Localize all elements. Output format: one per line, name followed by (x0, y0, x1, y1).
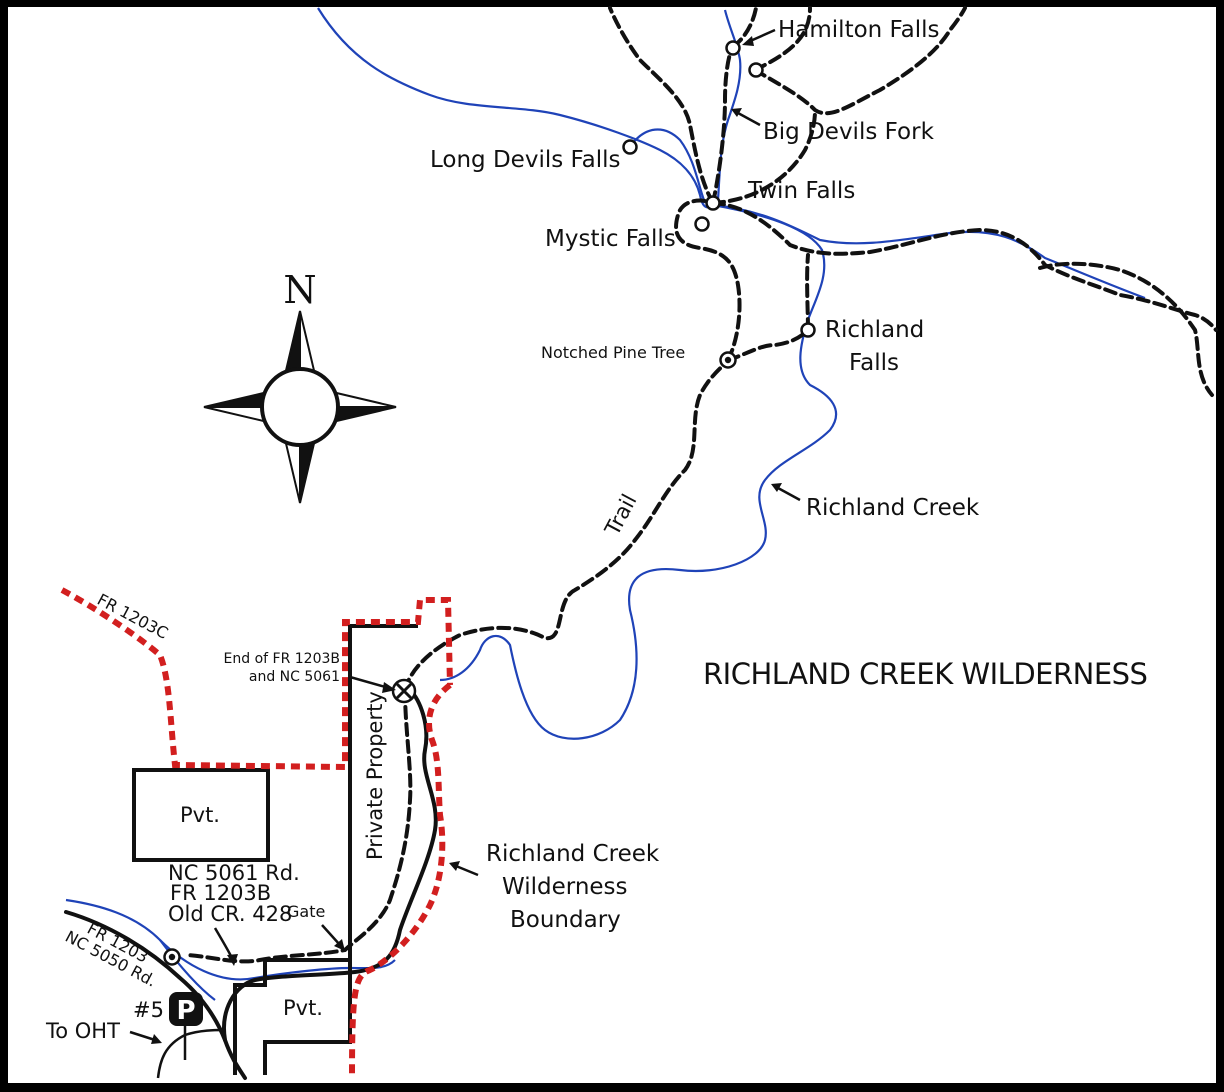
twin-falls-marker (705, 195, 721, 211)
lower-creek (65, 898, 396, 981)
wilderness-title: RICHLAND CREEK WILDERNESS (703, 657, 1147, 691)
trail-east-1 (711, 201, 1218, 332)
long-devils-stream (317, 7, 714, 209)
road-nc5061-label: NC 5061 Rd. (168, 861, 300, 885)
big-devils-fork-label: Big Devils Fork (763, 119, 935, 145)
private-property-label: Private Property (363, 691, 387, 860)
trailhead-dot (168, 953, 176, 961)
end-of-fr-label-2: and NC 5061 (249, 669, 340, 685)
end-of-fr-label-1: End of FR 1203B (224, 651, 340, 667)
trail-richland-falls-north (805, 253, 810, 332)
trail-to-richland-falls (726, 328, 810, 362)
notched-pine-tree-dot (724, 356, 732, 364)
lower-trail-a (183, 688, 413, 964)
private-property-strip (348, 624, 418, 960)
points-of-interest (163, 40, 816, 966)
hamilton-falls-label: Hamilton Falls (778, 17, 940, 43)
arrow-end-of-fr (349, 675, 390, 690)
parking-symbol: P (176, 996, 195, 1026)
trail-east-2 (1038, 261, 1214, 397)
richland-falls-label-1: Richland (825, 317, 924, 343)
lower-creek-tail (159, 939, 216, 1001)
end-of-road-cross (395, 682, 413, 700)
long-devils-falls-label: Long Devils Falls (430, 147, 621, 173)
parking-icon: P (169, 992, 203, 1026)
compass-rose-icon (203, 310, 397, 504)
north-label: N (283, 268, 316, 312)
trail-big-devils (753, 6, 812, 72)
notched-pine-tree-label: Notched Pine Tree (541, 343, 685, 362)
arrow-big-devils (737, 111, 761, 127)
private-parcels (132, 624, 418, 1075)
to-oht-label: To OHT (45, 1019, 120, 1043)
long-devils-falls-marker (622, 139, 638, 155)
trail-notched-to-mystic (674, 198, 742, 362)
richland-falls-marker (800, 322, 816, 338)
falls-marker-2 (748, 62, 764, 78)
trail-ne (753, 6, 967, 116)
pvt-parcel-upper (132, 768, 270, 862)
map-background (8, 7, 1216, 1083)
trails (183, 6, 1218, 964)
streams (65, 7, 1146, 1001)
mystic-falls-marker (694, 216, 710, 232)
richland-falls-label-2: Falls (849, 350, 899, 376)
arrow-to-oht (129, 1030, 156, 1042)
pvt-parcel-lower (233, 958, 352, 1075)
boundary-label-3: Boundary (510, 907, 621, 933)
gate-label: Gate (287, 902, 325, 921)
label-arrows (129, 28, 801, 1044)
road-fr1203b-label: FR 1203B (170, 881, 271, 905)
boundary-east (349, 682, 452, 1076)
arrow-gate (321, 924, 341, 946)
long-devils-falls-branch (629, 128, 707, 204)
parking-number-label: #5 (133, 998, 164, 1022)
trail-twin-east (711, 108, 817, 205)
pvt-lower-label: Pvt. (283, 996, 323, 1020)
twin-falls-label: Twin Falls (747, 178, 855, 204)
arrow-boundary (455, 864, 479, 877)
road-fr1203b-solid (222, 688, 438, 1042)
wilderness-boundary (60, 587, 453, 1076)
pvt-upper-label: Pvt. (180, 803, 220, 827)
hamilton-falls-marker (725, 40, 741, 56)
boundary-label-2: Wilderness (502, 874, 628, 900)
mystic-falls-label: Mystic Falls (545, 226, 676, 252)
trail-hamilton-a (711, 45, 735, 205)
boundary-label-1: Richland Creek (486, 841, 660, 867)
main-trail (403, 358, 730, 692)
trail-to-twin-north (608, 6, 715, 205)
richland-creek-label: Richland Creek (806, 495, 980, 521)
arrow-richland-creek (777, 486, 801, 502)
road-old-cr-label: Old CR. 428 (168, 902, 292, 926)
